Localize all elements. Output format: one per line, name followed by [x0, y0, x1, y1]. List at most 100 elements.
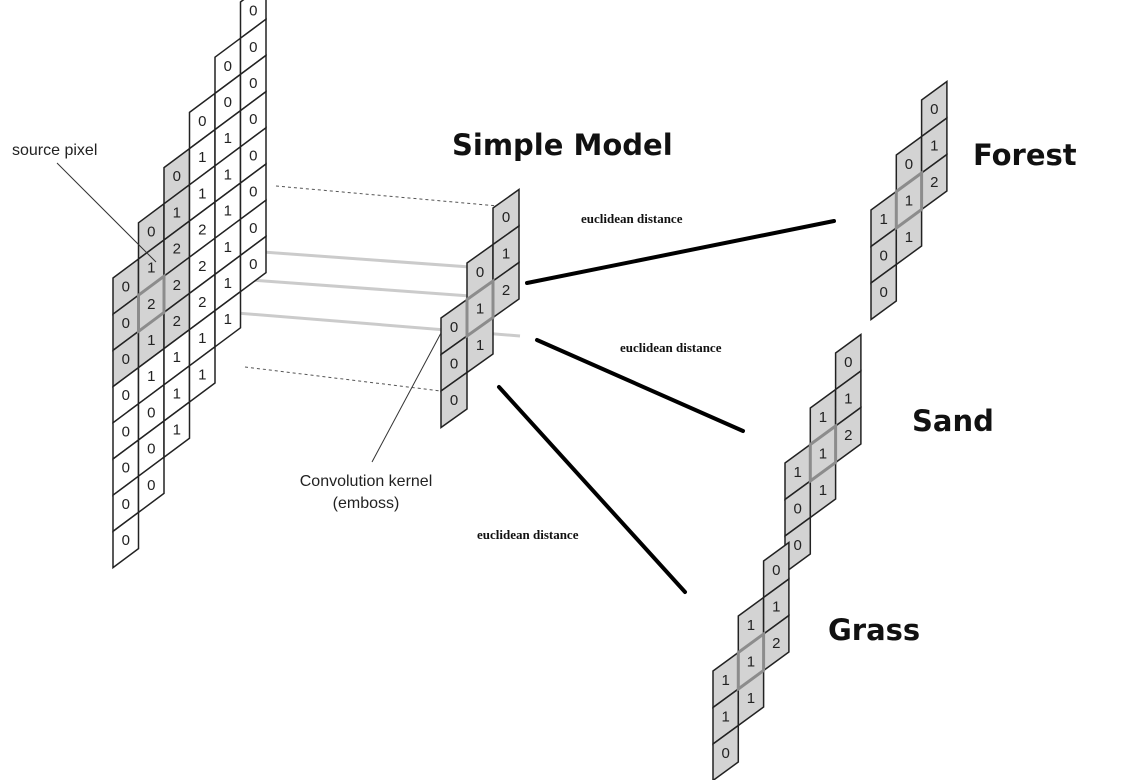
grid-cell	[137, 455, 165, 514]
cell-value: 1	[819, 482, 827, 499]
class-grid-grass-center-highlight	[736, 631, 766, 692]
cell-value: 2	[198, 258, 206, 275]
cell-value: 0	[450, 356, 458, 373]
cell-value: 0	[224, 58, 232, 75]
grid-cell	[239, 234, 267, 294]
cell-value: 2	[173, 277, 181, 294]
grid-cell	[870, 263, 898, 321]
grid-cell	[440, 371, 468, 429]
cell-value: 1	[173, 349, 181, 366]
cell-value: 0	[122, 423, 130, 440]
cell-value: 0	[249, 147, 257, 164]
cell-value: 0	[249, 184, 257, 201]
grid-cell	[214, 290, 242, 349]
cell-value: 0	[450, 392, 458, 409]
cell-value: 0	[224, 94, 232, 111]
cell-value: 0	[793, 501, 801, 518]
source-pixel-highlight	[137, 273, 166, 335]
source-image-grid: 0000000110011100122100222100122100111100…	[112, 0, 267, 570]
cell-value: 2	[198, 222, 206, 239]
class-grid-forest-center-highlight	[894, 170, 924, 231]
grid-cell	[712, 724, 740, 780]
cell-value: 0	[147, 441, 155, 458]
cell-value: 1	[173, 204, 181, 221]
cell-value: 1	[819, 409, 827, 426]
cell-value: 1	[747, 654, 755, 671]
source-pixel-label: source pixel	[12, 142, 97, 159]
cell-value: 0	[772, 562, 780, 579]
cell-value: 1	[198, 149, 206, 166]
cell-value: 0	[122, 387, 130, 404]
cell-value: 1	[173, 422, 181, 439]
cell-value: 1	[793, 464, 801, 481]
distance-label-sand: euclidean distance	[620, 340, 722, 355]
distance-line-grass	[497, 385, 687, 594]
cell-value: 2	[502, 282, 510, 299]
cell-value: 0	[844, 354, 852, 371]
cell-value: 0	[793, 537, 801, 554]
cell-value: 1	[905, 193, 913, 210]
cell-value: 2	[198, 294, 206, 311]
grid-cell	[112, 510, 140, 570]
cell-value: 1	[173, 385, 181, 402]
distance-line-sand	[535, 338, 745, 433]
class-label-sand: Sand	[912, 404, 994, 438]
cell-value: 1	[930, 138, 938, 155]
cell-value: 1	[721, 709, 729, 726]
cell-value: 0	[879, 284, 887, 301]
cell-value: 0	[249, 75, 257, 92]
cell-value: 2	[173, 241, 181, 258]
cell-value: 1	[224, 275, 232, 292]
cell-value: 1	[502, 246, 510, 263]
cell-value: 2	[844, 427, 852, 444]
distance-label-grass: euclidean distance	[477, 527, 579, 542]
kernel-label-line1: Convolution kernel	[300, 473, 433, 490]
cell-value: 0	[249, 256, 257, 273]
cell-value: 1	[198, 330, 206, 347]
kernel-center-highlight	[465, 278, 495, 339]
class-label-forest: Forest	[973, 138, 1077, 172]
cell-value: 0	[122, 315, 130, 332]
class-label-grass: Grass	[828, 613, 920, 647]
cell-value: 0	[147, 223, 155, 240]
cell-value: 1	[476, 301, 484, 318]
cell-value: 0	[122, 496, 130, 513]
cell-value: 0	[249, 3, 257, 20]
cell-value: 2	[173, 313, 181, 330]
kernel-label-line2: (emboss)	[333, 495, 400, 512]
cell-value: 0	[721, 745, 729, 762]
cell-value: 0	[122, 532, 130, 549]
cell-value: 1	[879, 211, 887, 228]
cell-value: 1	[147, 260, 155, 277]
cell-value: 0	[173, 168, 181, 185]
cell-value: 0	[122, 279, 130, 296]
cell-value: 2	[772, 635, 780, 652]
distance-line-forest	[525, 219, 836, 285]
grid-cell	[188, 345, 216, 404]
grids-layer: 0000000110011100122100222100122100111100…	[112, 0, 948, 780]
cell-value: 1	[772, 599, 780, 616]
cell-value: 0	[198, 113, 206, 130]
kernel-pointer	[371, 332, 442, 463]
cell-value: 0	[249, 39, 257, 56]
cell-value: 0	[249, 220, 257, 237]
cell-value: 1	[224, 239, 232, 256]
cell-value: 1	[224, 203, 232, 220]
class-grid-sand-center-highlight	[808, 423, 838, 484]
cell-value: 1	[147, 332, 155, 349]
cell-value: 0	[930, 101, 938, 118]
cell-value: 1	[224, 130, 232, 147]
cell-value: 1	[747, 617, 755, 634]
page-title: Simple Model	[452, 128, 673, 162]
cell-value: 1	[147, 368, 155, 385]
cell-value: 0	[450, 319, 458, 336]
cell-value: 1	[198, 185, 206, 202]
distance-lines	[497, 219, 836, 594]
cell-value: 0	[147, 404, 155, 421]
source-pixel-pointer	[56, 162, 157, 263]
